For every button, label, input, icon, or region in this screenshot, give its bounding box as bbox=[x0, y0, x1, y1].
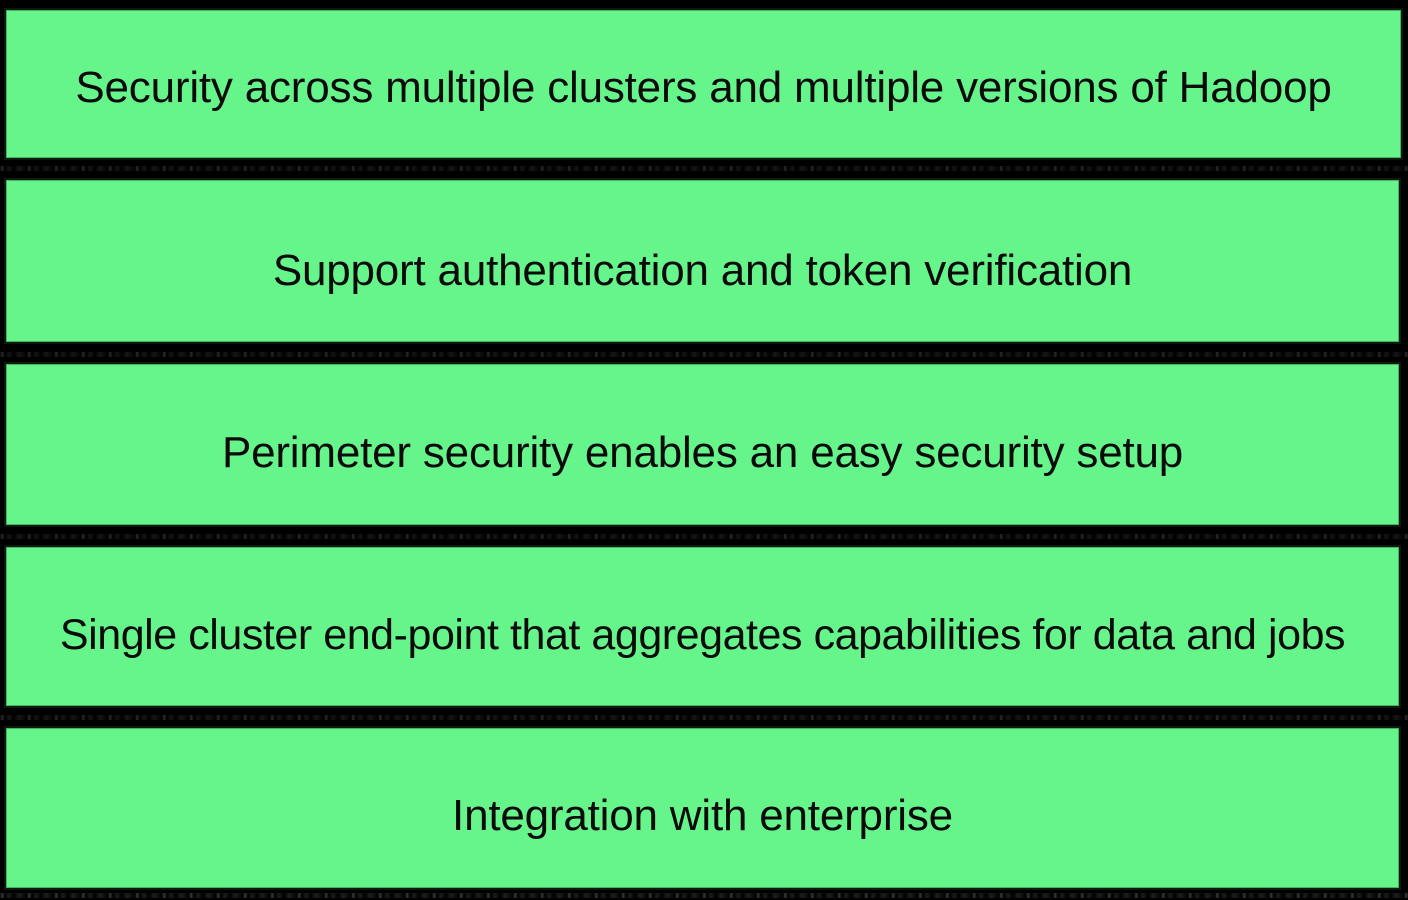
bullet-banner-perimeter-security[interactable]: Perimeter security enables an easy secur… bbox=[4, 362, 1401, 527]
bullet-banner-security-across-clusters[interactable]: Security across multiple clusters and mu… bbox=[4, 8, 1403, 160]
bullet-banner-integration-with-enterprise[interactable]: Integration with enterprise bbox=[4, 726, 1401, 890]
bullet-banner-label: Single cluster end-point that aggregates… bbox=[59, 610, 1346, 659]
bullet-banner-single-cluster-endpoint[interactable]: Single cluster end-point that aggregates… bbox=[4, 545, 1401, 708]
bullet-banner-label: Security across multiple clusters and mu… bbox=[75, 62, 1332, 112]
compression-noise-band bbox=[0, 715, 1408, 720]
bullet-banner-label: Perimeter security enables an easy secur… bbox=[221, 428, 1184, 478]
bullet-banner-label: Integration with enterprise bbox=[452, 790, 953, 840]
bullet-banner-label: Support authentication and token verific… bbox=[272, 245, 1133, 295]
bullet-banner-support-authentication[interactable]: Support authentication and token verific… bbox=[4, 178, 1401, 344]
compression-noise-band bbox=[0, 352, 1408, 357]
compression-noise-band bbox=[0, 893, 1408, 898]
compression-noise-band bbox=[0, 534, 1408, 539]
compression-noise-band bbox=[0, 166, 1408, 171]
